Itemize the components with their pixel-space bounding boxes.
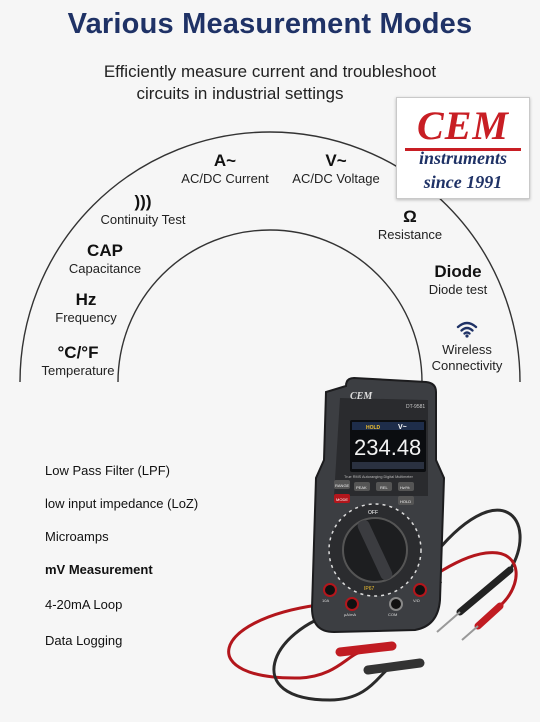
inner-arc [117, 229, 423, 383]
logo-brand: CEM [417, 103, 509, 148]
feature-loop: 4-20mA Loop [45, 597, 123, 612]
jack-com [389, 597, 403, 611]
capacitance-label: Capacitance [68, 261, 142, 276]
continuity-icon: ))) [134, 192, 152, 211]
hold-label: HOLD [400, 499, 411, 504]
rel-button [376, 482, 392, 491]
black-lead-wire [272, 610, 391, 702]
red-lead-wire [227, 603, 366, 680]
dial-off-label: OFF [368, 510, 378, 516]
feature-loz: low input impedance (LoZ) [45, 496, 199, 511]
capacitance-symbol: CAP [87, 241, 123, 260]
jack-10a [323, 583, 337, 597]
peak-label: PEAK [356, 485, 367, 490]
resistance-label: Resistance [377, 227, 443, 242]
ohm-icon: Ω [403, 207, 417, 226]
jack-ua-ma [345, 597, 359, 611]
temperature-symbol: °C/°F [57, 343, 99, 362]
jack-v-label: V/Ω [413, 598, 420, 603]
feature-logging: Data Logging [45, 633, 123, 648]
mode-wireless: Wireless Connectivity [424, 320, 510, 374]
meter-screen [350, 420, 426, 472]
jack-com-label: COM [388, 612, 397, 617]
current-label: AC/DC Current [181, 171, 269, 186]
wireless-label-line2: Connectivity [431, 358, 503, 373]
logo-since: since 1991 [423, 172, 503, 192]
mode-temperature: °C/°F Temperature [30, 343, 126, 379]
frequency-label: Frequency [55, 310, 117, 325]
subtitle-line-2: circuits in industrial settings [136, 84, 344, 103]
continuity-label: Continuity Test [100, 212, 186, 227]
temperature-label: Temperature [41, 363, 115, 378]
jack-v-ohm [413, 583, 427, 597]
page-title: Various Measurement Modes [67, 8, 473, 40]
screen-footer [352, 462, 424, 469]
feature-mv: mV Measurement [45, 562, 153, 577]
hz-button [398, 482, 414, 491]
black-probe [436, 566, 514, 633]
logo-instruments: instruments [418, 148, 508, 168]
meter-model: DT-9581 [406, 404, 425, 410]
range-label: RANGE [335, 483, 350, 488]
mode-frequency: Hz Frequency [40, 290, 132, 326]
dial-knob [357, 520, 393, 580]
feature-lpf: Low Pass Filter (LPF) [45, 463, 170, 478]
mode-button [334, 494, 350, 503]
mode-capacitance: CAP Capacitance [58, 241, 152, 277]
voltage-label: AC/DC Voltage [292, 171, 380, 186]
feature-microamps: Microamps [45, 529, 109, 544]
screen-reading: 234.48 [354, 435, 421, 460]
mode-label: MODE [336, 497, 348, 502]
jack-ua-label: µA/mA [344, 612, 356, 617]
mode-resistance: Ω Resistance [368, 207, 452, 243]
screen-mode: V~ [398, 424, 407, 431]
red-plug [335, 641, 397, 657]
black-lead-right-wire [428, 508, 522, 571]
screen-header [352, 422, 424, 430]
wifi-icon [456, 321, 478, 338]
frequency-symbol: Hz [75, 290, 97, 309]
logo-divider [405, 148, 521, 151]
meter-brand: CEM [350, 391, 373, 402]
mode-voltage: V~ AC/DC Voltage [280, 151, 392, 187]
wireless-label-line1: Wireless [442, 342, 492, 357]
voltage-symbol: V~ [325, 151, 347, 170]
red-probe [461, 602, 504, 641]
diode-symbol: Diode [434, 262, 482, 281]
current-symbol: A~ [213, 151, 237, 170]
range-button [334, 480, 350, 489]
meter-tagline: True RMS Autoranging Digital Multimeter [344, 475, 414, 479]
mode-diode: Diode Diode test [420, 262, 496, 298]
subtitle-line-1: Efficiently measure current and troubles… [103, 62, 437, 81]
mode-current: A~ AC/DC Current [170, 151, 280, 187]
jack-10a-label: 10A [322, 598, 329, 603]
cem-logo: CEM instruments since 1991 [396, 97, 530, 199]
red-lead-right-wire [434, 551, 518, 612]
mode-continuity: ))) Continuity Test [92, 192, 194, 228]
outer-arc [19, 131, 521, 383]
hold-button [398, 496, 414, 505]
ip-rating: IP67 [364, 586, 375, 592]
rel-label: REL [380, 485, 389, 490]
diode-label: Diode test [428, 282, 488, 297]
screen-hold: HOLD [366, 425, 381, 431]
black-plug [363, 658, 425, 675]
hz-label: Hz/% [400, 485, 410, 490]
peak-button [354, 482, 370, 491]
